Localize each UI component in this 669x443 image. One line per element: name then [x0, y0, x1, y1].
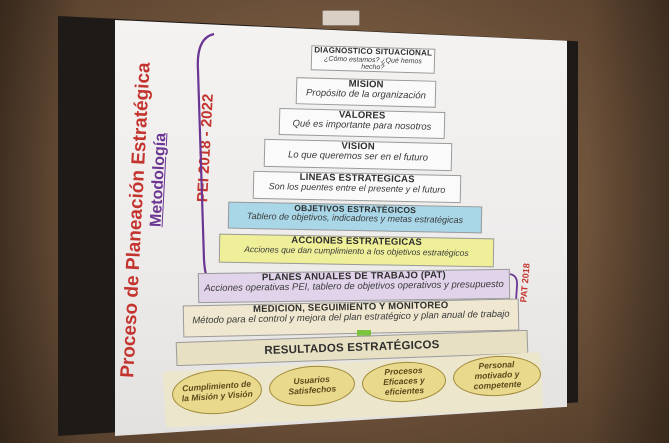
step-diagnostico: DIAGNÓSTICO SITUACIONAL ¿Cómo estamos? ¿… — [310, 45, 436, 74]
step-lineas-estrategicas: LÍNEAS ESTRATÉGICAS Son los puentes entr… — [252, 170, 462, 204]
step-subtitle: Qué es importante para nosotros — [292, 118, 432, 134]
step-subtitle: Son los puentes entre el presente y el f… — [268, 181, 446, 196]
step-subtitle: Propósito de la organización — [305, 87, 426, 103]
step-acciones-estrategicas: ACCIONES ESTRATÉGICAS Acciones que dan c… — [218, 233, 495, 268]
results-title: RESULTADOS ESTRATÉGICOS — [264, 338, 440, 357]
step-vision: VISIÓN Lo que queremos ser en el futuro — [263, 138, 453, 172]
step-valores: VALORES Qué es importante para nosotros — [278, 107, 446, 140]
step-planes-anuales: PLANES ANUALES DE TRABAJO (PAT) Acciones… — [197, 268, 511, 304]
step-objetivos-estrategicos: OBJETIVOS ESTRATÉGICOS Tablero de objeti… — [227, 201, 483, 234]
brace-lines — [196, 32, 518, 310]
step-subtitle: Acciones que dan cumplimiento a los obje… — [244, 244, 469, 259]
step-subtitle: Tablero de objetivos, indicadores y meta… — [246, 211, 464, 226]
step-mision: MISIÓN Propósito de la organización — [295, 77, 437, 108]
step-subtitle: Lo que queremos ser en el futuro — [287, 149, 429, 165]
ceiling-mount — [322, 10, 360, 26]
step-subtitle: Acciones operativas PEI, tablero de obje… — [204, 279, 504, 295]
